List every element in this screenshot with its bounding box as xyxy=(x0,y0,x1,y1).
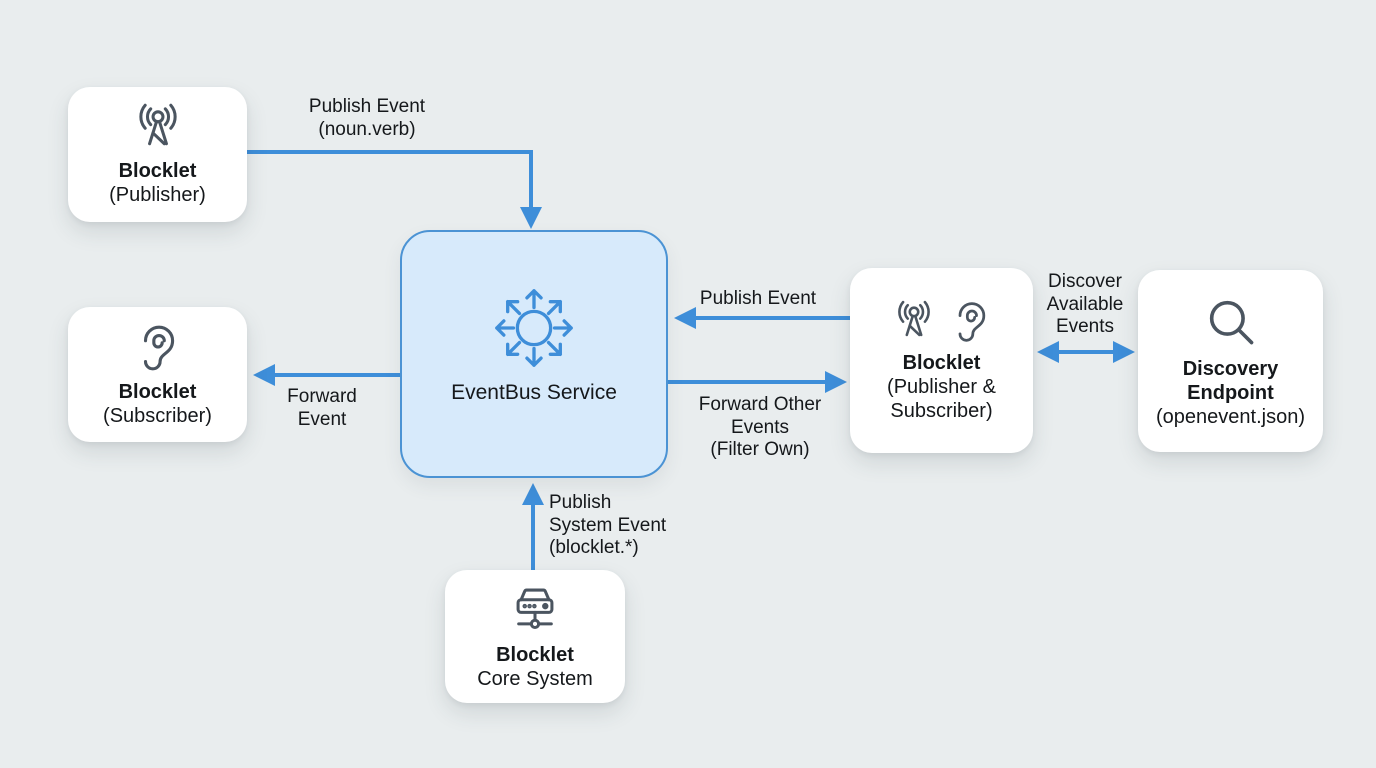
arrow-pubsub-to-eventbus xyxy=(674,307,850,329)
hub-arrows-icon xyxy=(487,281,581,375)
arrow-core-to-eventbus xyxy=(522,483,544,570)
node-blocklet-publisher: Blocklet (Publisher) xyxy=(68,87,247,222)
node-subtitle: (Subscriber) xyxy=(103,404,212,427)
node-blocklet-subscriber: Blocklet (Subscriber) xyxy=(68,307,247,442)
node-title: Blocklet xyxy=(496,643,574,666)
node-title: Blocklet xyxy=(118,159,197,182)
node-discovery-endpoint: Discovery Endpoint (openevent.json) xyxy=(1138,270,1323,452)
broadcast-tower-icon xyxy=(131,103,185,153)
node-title: Blocklet xyxy=(902,351,981,374)
arrow-publisher-to-eventbus xyxy=(247,150,542,229)
node-eventbus-service: EventBus Service xyxy=(400,230,668,478)
arrow-eventbus-to-pubsub xyxy=(668,371,847,393)
icon-row xyxy=(891,299,993,345)
edge-label-discover-available-events: Discover Available Events xyxy=(1046,271,1124,337)
node-subtitle: (openevent.json) xyxy=(1156,406,1305,428)
server-icon xyxy=(506,583,564,637)
ear-icon xyxy=(949,299,993,345)
ear-icon xyxy=(133,322,183,374)
node-blocklet-core-system: Blocklet Core System xyxy=(445,570,625,703)
arrow-pubsub-discovery-bidirectional xyxy=(1037,341,1135,363)
arrow-eventbus-to-subscriber xyxy=(253,364,400,386)
node-title: Discovery Endpoint xyxy=(1182,358,1279,404)
node-title: EventBus Service xyxy=(451,381,617,404)
edge-label-publish-event: Publish Event xyxy=(699,288,817,309)
node-subtitle: Core System xyxy=(477,667,593,690)
node-title: Blocklet xyxy=(118,380,197,403)
search-icon xyxy=(1202,293,1260,351)
node-subtitle: (Publisher) xyxy=(109,183,206,206)
edge-label-forward-event: Forward Event xyxy=(287,386,357,430)
node-blocklet-publisher-subscriber: Blocklet (Publisher & Subscriber) xyxy=(850,268,1033,453)
broadcast-tower-icon xyxy=(891,300,937,343)
node-subtitle: (Publisher & Subscriber) xyxy=(887,375,996,422)
edge-label-forward-other-events: Forward Other Events (Filter Own) xyxy=(698,394,822,460)
edge-label-publish-event-noun-verb: Publish Event (noun.verb) xyxy=(308,96,426,140)
edge-label-publish-system-event: Publish System Event (blocklet.*) xyxy=(549,492,667,558)
